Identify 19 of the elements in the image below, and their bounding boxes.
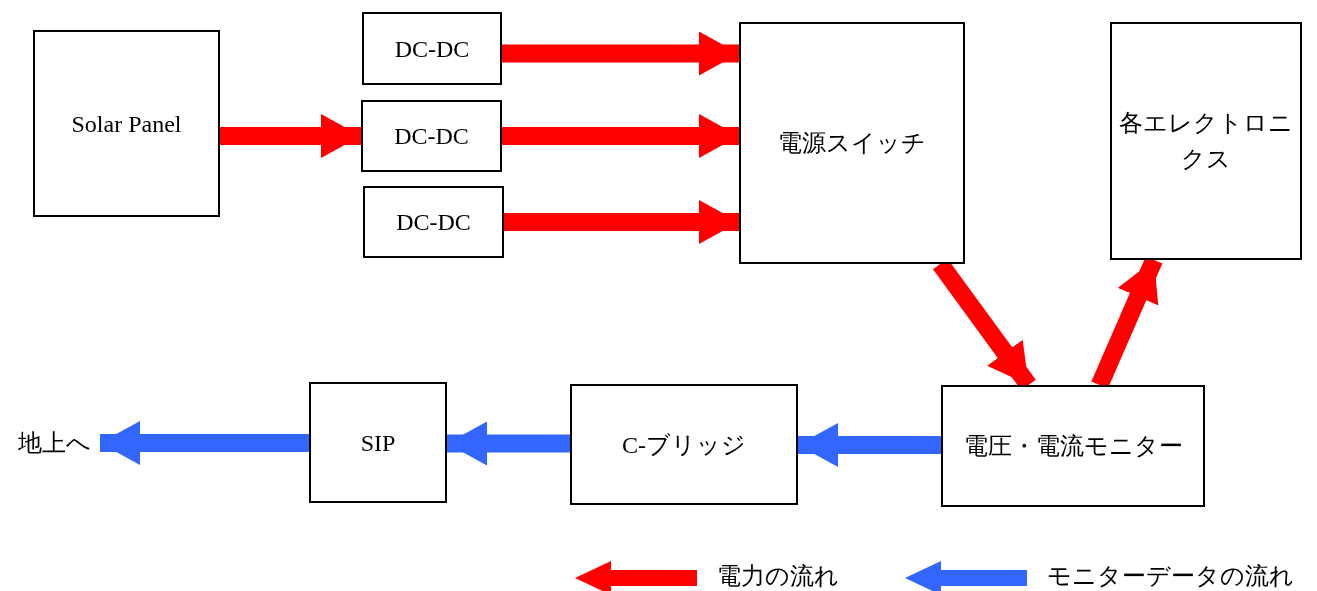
legend-label: 電力の流れ — [717, 562, 839, 591]
flow-arrow — [100, 421, 309, 465]
block-box: DC-DC — [361, 100, 502, 172]
flow-arrow — [502, 114, 739, 158]
block-box: Solar Panel — [33, 30, 220, 217]
block-box: 電圧・電流モニター — [941, 385, 1205, 507]
flow-arrow — [502, 31, 739, 76]
flow-arrow — [447, 421, 570, 466]
block-box: 電源スイッチ — [739, 22, 965, 264]
flow-arrow — [220, 114, 361, 158]
destination-label: 地上へ — [8, 425, 100, 461]
block-box: DC-DC — [363, 186, 504, 258]
flow-arrow — [798, 423, 941, 467]
block-box: C-ブリッジ — [570, 384, 798, 505]
flow-arrow — [504, 200, 739, 244]
legend-label: モニターデータの流れ — [1047, 562, 1294, 591]
block-box: DC-DC — [362, 12, 502, 85]
block-box: SIP — [309, 382, 447, 503]
block-box: 各エレクトロニクス — [1110, 22, 1302, 260]
